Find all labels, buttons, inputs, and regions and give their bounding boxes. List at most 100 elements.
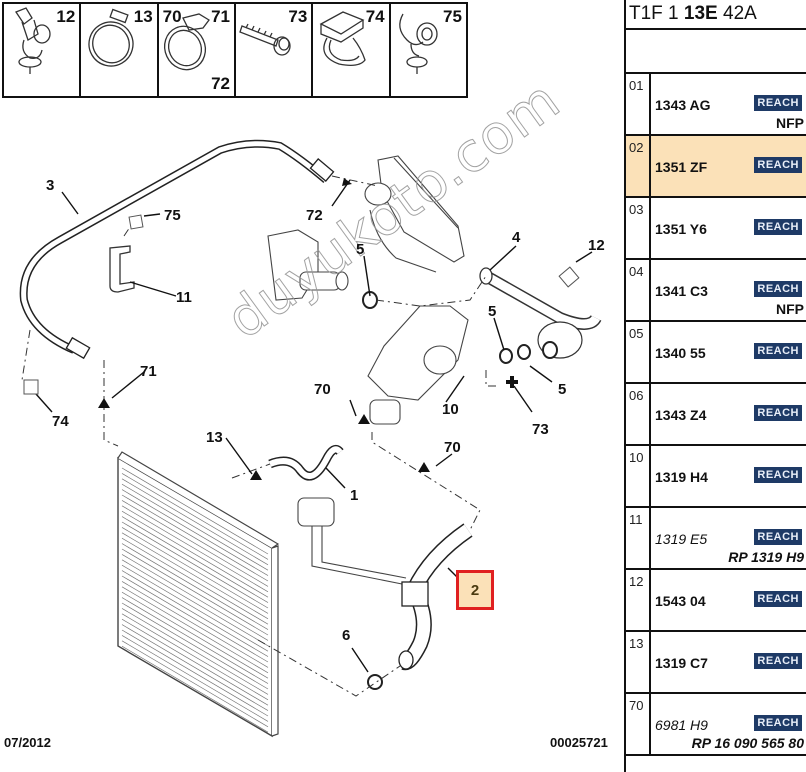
callout-4[interactable]: 4 (512, 229, 521, 246)
radiator-fin (121, 602, 269, 690)
table-row[interactable]: 10 1319 H4 REACH (626, 446, 806, 508)
part-number: 70 (162, 7, 182, 26)
callout-11[interactable]: 11 (176, 289, 192, 306)
table-row[interactable]: 02 1351 ZF REACH (626, 136, 806, 198)
part-reference[interactable]: 6981 H9 (655, 717, 708, 733)
callout-75[interactable]: 75 (164, 207, 181, 224)
part-reference[interactable]: 1351 ZF (655, 159, 708, 175)
row-body: 1351 Y6 REACH (651, 198, 806, 258)
radiator-fin (121, 635, 269, 722)
row-body: 6981 H9 REACH RP 16 090 565 80 (651, 694, 806, 754)
callout-72[interactable]: 72 (306, 207, 323, 224)
radiator-fin (121, 478, 269, 566)
row-body: 1319 E5 REACH RP 1319 H9 (651, 508, 806, 568)
radiator-fin (121, 613, 269, 701)
reach-badge: REACH (754, 219, 802, 235)
radiator-fin (121, 564, 269, 652)
bracket-11 (109, 245, 135, 293)
row-index: 12 (626, 570, 651, 630)
table-row[interactable]: 11 1319 E5 REACH RP 1319 H9 (626, 508, 806, 570)
table-row[interactable]: 03 1351 Y6 REACH (626, 198, 806, 260)
pipe-4 (479, 267, 602, 359)
radiator-fin (121, 581, 269, 668)
part-cell-73[interactable]: 73 (236, 4, 314, 96)
reach-badge: REACH (754, 467, 802, 483)
callout-70b[interactable]: 70 (444, 439, 461, 456)
part-reference[interactable]: 1319 E5 (655, 531, 708, 547)
radiator-fin (121, 532, 269, 620)
callout-74[interactable]: 74 (52, 413, 69, 430)
table-row[interactable]: 01 1343 AG REACH NFP (626, 74, 806, 136)
radiator-fin (121, 505, 269, 593)
callout-73[interactable]: 73 (532, 421, 549, 438)
callout-5c[interactable]: 5 (558, 381, 567, 398)
part-reference[interactable]: 1319 H4 (655, 469, 708, 485)
part-reference[interactable]: 1341 C3 (655, 283, 708, 299)
clip-icon (15, 7, 51, 74)
row-note: RP 1319 H9 (728, 549, 804, 565)
row-body: 1340 55 REACH (651, 322, 806, 382)
part-cell-74[interactable]: 74 (313, 4, 391, 96)
table-row[interactable]: 12 1543 04 REACH (626, 570, 806, 632)
row-index: 03 (626, 198, 651, 258)
part-reference[interactable]: 1343 Z4 (655, 407, 707, 423)
part-reference[interactable]: 1319 C7 (655, 655, 708, 671)
pump-housing (367, 305, 469, 425)
cooling-system-drawing (19, 139, 602, 738)
part-reference[interactable]: 1543 04 (655, 593, 706, 609)
callout-6[interactable]: 6 (342, 627, 351, 644)
part-cell-13[interactable]: 13 (81, 4, 159, 96)
table-row[interactable]: 05 1340 55 REACH (626, 322, 806, 384)
part-reference[interactable]: 1351 Y6 (655, 221, 707, 237)
row-index: 10 (626, 446, 651, 506)
table-row[interactable]: 04 1341 C3 REACH NFP (626, 260, 806, 322)
part-cell-70-71-72[interactable]: 70 71 72 (159, 4, 236, 96)
exploded-parts-diagram: 12 13 70 71 72 (2, 2, 608, 750)
part-cell-12[interactable]: 12 (4, 4, 82, 96)
part-reference[interactable]: 1340 55 (655, 345, 706, 361)
table-rows: 01 1343 AG REACH NFP 02 1351 ZF REACH 03… (626, 74, 806, 756)
callout-5b[interactable]: 5 (488, 303, 497, 320)
row-body: 1351 ZF REACH (651, 136, 806, 196)
parts-reference-table: T1F 1 13E 42A 01 1343 AG REACH NFP 02 13… (624, 0, 806, 772)
part-cell-75[interactable]: 75 (391, 4, 466, 96)
row-note: NFP (776, 301, 804, 317)
callout-5a[interactable]: 5 (356, 241, 365, 258)
radiator-fin (121, 494, 269, 582)
radiator-fin (121, 559, 269, 647)
row-body: 1319 H4 REACH (651, 446, 806, 506)
callout-12[interactable]: 12 (588, 237, 605, 254)
table-row[interactable]: 13 1319 C7 REACH (626, 632, 806, 694)
callout-3[interactable]: 3 (46, 177, 55, 194)
part-reference[interactable]: 1343 AG (655, 97, 711, 113)
reach-badge: REACH (754, 591, 802, 607)
strap-clip-icon (319, 11, 367, 66)
expansion-tank (364, 155, 465, 273)
part-number: 12 (56, 7, 76, 26)
clamp-markers (98, 178, 430, 480)
callout-71[interactable]: 71 (140, 363, 157, 380)
hose-clamp-icon (88, 8, 134, 67)
reach-badge: REACH (754, 529, 802, 545)
callout-13[interactable]: 13 (206, 429, 223, 446)
cross-marker-73 (506, 376, 518, 388)
row-body: 1343 AG REACH NFP (651, 74, 806, 134)
table-row[interactable]: 70 6981 H9 REACH RP 16 090 565 80 (626, 694, 806, 756)
callout-2-highlighted[interactable]: 2 (456, 570, 494, 610)
radiator-fin (121, 645, 269, 733)
hose-3 (19, 139, 335, 360)
callout-10[interactable]: 10 (442, 401, 459, 418)
radiator-fin (121, 548, 269, 636)
radiator-fin (121, 510, 269, 598)
table-row[interactable]: 06 1343 Z4 REACH (626, 384, 806, 446)
radiator-fin (121, 543, 269, 630)
title-prefix: T1F 1 (629, 3, 684, 24)
footer-code: 00025721 (550, 735, 608, 750)
radiator-fin (121, 618, 269, 706)
callout-1[interactable]: 1 (350, 487, 359, 504)
row-index: 13 (626, 632, 651, 692)
reach-badge: REACH (754, 157, 802, 173)
part-number: 13 (133, 7, 153, 26)
callout-70a[interactable]: 70 (314, 381, 331, 398)
parts-strip: 12 13 70 71 72 (2, 2, 468, 98)
